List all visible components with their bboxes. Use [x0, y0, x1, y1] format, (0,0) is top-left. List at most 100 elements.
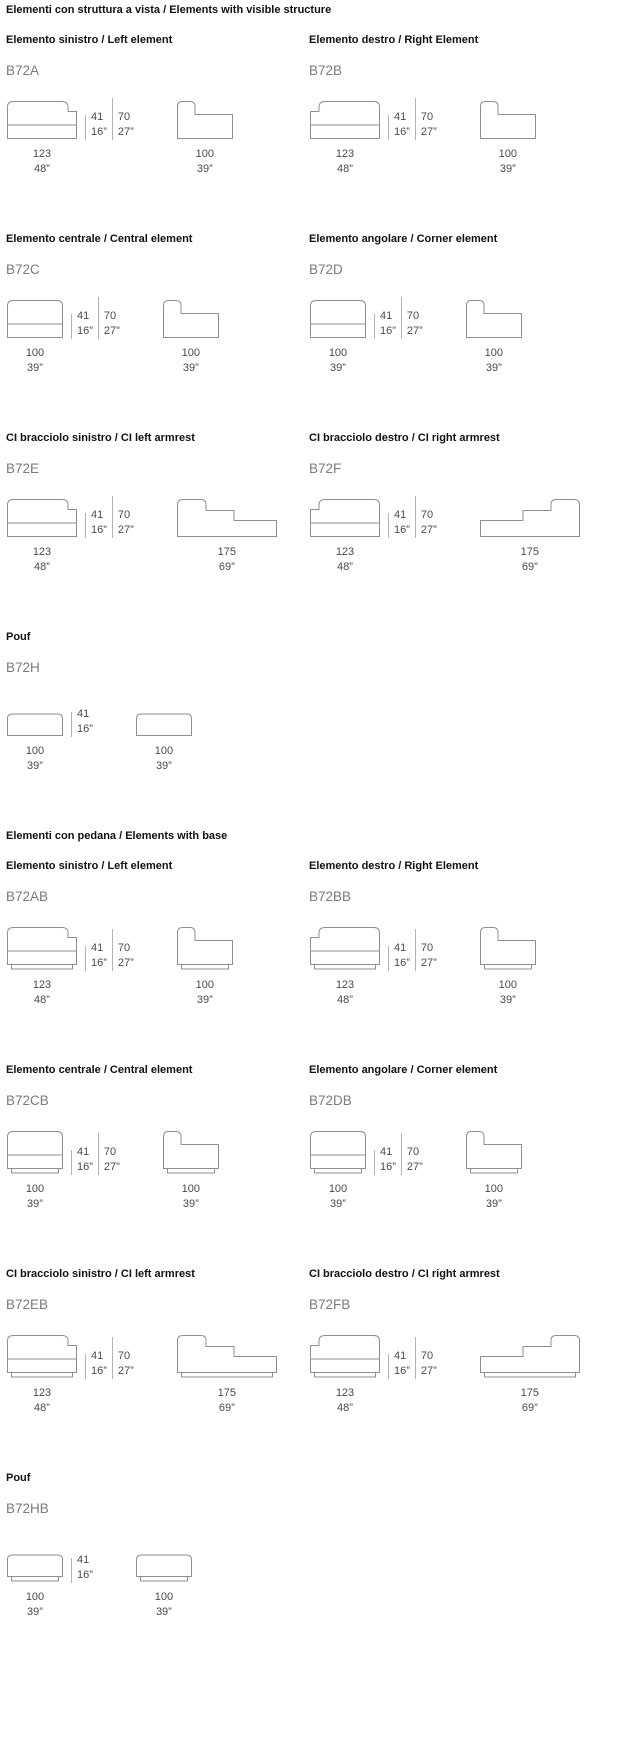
element-title: Elemento destro / Right Element — [309, 34, 479, 46]
seat-height-in: 16” — [91, 524, 107, 537]
front-width-dimension: 123 48” — [336, 545, 354, 575]
seat-height-dimension-line — [85, 115, 86, 140]
dimension-figure: 123 48” 41 16” 70 27” 175 69” — [309, 1332, 633, 1416]
element-code: B72AB — [6, 889, 49, 904]
side-width-in: 39” — [485, 361, 502, 374]
front-view: 100 39” — [309, 297, 367, 376]
technical-drawing — [479, 499, 580, 537]
seat-height-in: 16” — [91, 1365, 107, 1378]
side-width-cm: 175 — [217, 546, 236, 558]
front-view-drawing — [6, 924, 78, 971]
element-cell: Elemento destro / Right Element B72BB 12… — [309, 860, 633, 1008]
side-view: 100 39” — [465, 1128, 523, 1212]
side-view-drawing — [162, 297, 220, 339]
technical-drawing — [465, 1131, 522, 1174]
height-dimensions: 41 16” — [71, 1553, 93, 1583]
seat-height-dimension: 41 16” — [91, 110, 107, 140]
total-height-dimension-line — [111, 496, 113, 538]
side-width-dimension: 175 69” — [218, 1386, 236, 1416]
seat-height-cm: 41 — [77, 1554, 90, 1567]
seat-height-dimension-line — [85, 1354, 86, 1379]
dimension-figure: 100 39” 41 16” 70 27” 100 39” — [6, 1128, 309, 1212]
total-height-dimension: 70 27” — [421, 508, 437, 538]
seat-height-dimension-line — [71, 314, 72, 339]
front-width-dimension: 100 39” — [329, 1182, 347, 1212]
side-width-cm: 100 — [484, 1183, 503, 1195]
front-width-in: 39” — [27, 1197, 43, 1210]
total-height-dimension: 70 27” — [118, 1349, 134, 1379]
section-rows: Elemento sinistro / Left element B72AB 1… — [6, 860, 633, 1620]
technical-drawing — [310, 101, 380, 139]
seat-height-in: 16” — [394, 957, 410, 970]
seat-height-in: 16” — [91, 126, 107, 139]
front-width-dimension: 123 48” — [33, 978, 51, 1008]
element-code: B72F — [309, 461, 342, 476]
element-cell: Elemento angolare / Corner element B72D … — [309, 233, 633, 376]
dimension-figure: 100 39” 41 16” 70 27” 100 39” — [6, 297, 309, 376]
element-row: CI bracciolo sinistro / CI left armrest … — [6, 1268, 633, 1416]
side-width-dimension: 175 69” — [218, 545, 236, 575]
seat-height-cm: 41 — [394, 1350, 407, 1363]
seat-height-dimension-line — [85, 513, 86, 538]
front-view: 100 39” — [6, 695, 64, 774]
side-view: 100 39” — [176, 924, 234, 1008]
side-width-cm: 100 — [498, 148, 517, 160]
side-width-in: 39” — [155, 759, 172, 772]
height-dimensions: 41 16” 70 27” — [85, 98, 134, 140]
seat-height-in: 16” — [77, 1161, 93, 1174]
side-view-drawing — [176, 496, 278, 538]
total-height-in: 27” — [420, 1365, 437, 1378]
front-width-in: 39” — [27, 759, 43, 772]
total-height-dimension: 70 27” — [421, 941, 437, 971]
total-height-dimension-line — [97, 1133, 99, 1175]
front-width-in: 39” — [330, 361, 346, 374]
front-view-drawing — [309, 496, 381, 538]
side-width-in: 39” — [485, 1197, 502, 1210]
total-height-cm: 70 — [420, 1350, 434, 1363]
element-code: B72C — [6, 262, 40, 277]
total-height-in: 27” — [420, 524, 437, 537]
dimension-figure: 100 39” 41 16” 100 39” — [6, 695, 309, 774]
side-width-in: 69” — [521, 1401, 538, 1414]
side-width-dimension: 100 39” — [196, 147, 214, 177]
element-cell: CI bracciolo destro / CI right armrest B… — [309, 432, 633, 575]
total-height-cm: 70 — [117, 111, 131, 124]
total-height-dimension: 70 27” — [118, 941, 134, 971]
front-width-dimension: 123 48” — [33, 545, 51, 575]
total-height-cm: 70 — [103, 310, 117, 323]
total-height-dimension: 70 27” — [421, 1349, 437, 1379]
element-code: B72DB — [309, 1093, 352, 1108]
seat-height-in: 16” — [77, 1569, 93, 1582]
side-view-drawing — [479, 1332, 581, 1379]
technical-drawing — [465, 300, 522, 338]
technical-drawing — [162, 300, 219, 338]
side-view-drawing — [176, 98, 234, 140]
total-height-dimension: 70 27” — [104, 1145, 120, 1175]
seat-height-cm: 41 — [380, 1146, 393, 1159]
front-width-dimension: 123 48” — [336, 1386, 354, 1416]
seat-height-dimension: 41 16” — [77, 1145, 93, 1175]
section-visible-structure: Elementi con struttura a vista / Element… — [6, 4, 633, 774]
total-height-cm: 70 — [103, 1146, 117, 1159]
front-view-drawing — [6, 496, 78, 538]
front-width-in: 48” — [34, 1401, 50, 1414]
side-width-cm: 100 — [195, 148, 214, 160]
element-title: Elemento destro / Right Element — [309, 860, 479, 872]
side-width-in: 39” — [196, 162, 213, 175]
front-view: 100 39” — [6, 1128, 64, 1212]
element-code: B72HB — [6, 1501, 49, 1516]
side-width-dimension: 100 39” — [499, 147, 517, 177]
front-width-dimension: 100 39” — [26, 1590, 44, 1620]
element-cell: Elemento centrale / Central element B72C… — [6, 233, 309, 376]
front-view-drawing — [6, 1536, 64, 1583]
front-width-dimension: 100 39” — [26, 1182, 44, 1212]
total-height-in: 27” — [406, 1161, 423, 1174]
front-width-cm: 123 — [32, 546, 52, 558]
total-height-dimension: 70 27” — [118, 110, 134, 140]
empty-cell — [309, 631, 633, 774]
front-width-in: 48” — [34, 162, 50, 175]
seat-height-dimension-line — [374, 1150, 375, 1175]
technical-drawing — [7, 499, 77, 537]
height-dimensions: 41 16” 70 27” — [388, 929, 437, 971]
dimension-figure: 123 48” 41 16” 70 27” 100 39” — [6, 924, 309, 1008]
